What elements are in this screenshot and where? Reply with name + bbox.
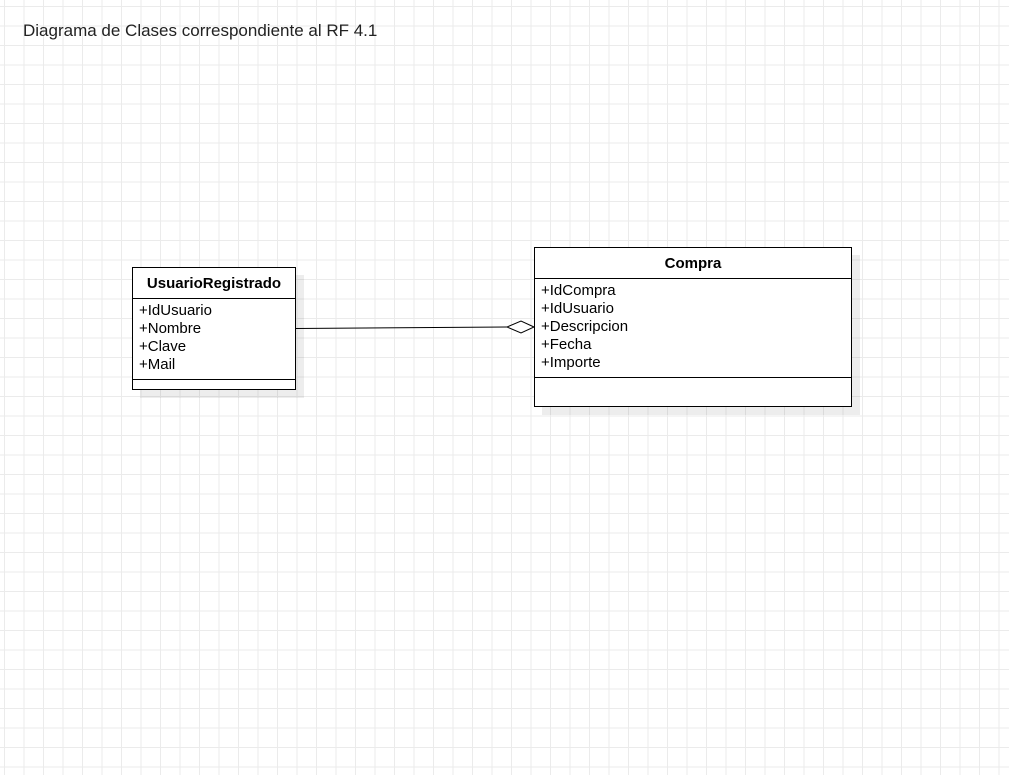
attribute-id-usuario: +IdUsuario — [139, 302, 212, 319]
attribute-importe: +Importe — [541, 354, 601, 371]
aggregation-diamond-icon — [505, 320, 536, 334]
attribute-nombre: +Nombre — [139, 320, 202, 337]
attributes-usuario-registrado: +IdUsuario +Nombre +Clave +Mail — [133, 299, 295, 380]
attribute-fecha: +Fecha — [541, 336, 592, 353]
attribute-id-compra: +IdCompra — [541, 282, 616, 299]
attribute-descripcion: +Descripcion — [541, 318, 629, 335]
attributes-compra: +IdCompra +IdUsuario +Descripcion +Fecha… — [535, 279, 851, 378]
diagram-title: Diagrama de Clases correspondiente al RF… — [23, 21, 378, 40]
class-compra[interactable]: Compra +IdCompra +IdUsuario +Descripcion… — [534, 247, 852, 407]
class-name-compra: Compra — [535, 248, 851, 279]
attribute-id-usuario-compra: +IdUsuario — [541, 300, 614, 317]
aggregation-line — [295, 326, 508, 329]
class-usuario-registrado[interactable]: UsuarioRegistrado +IdUsuario +Nombre +Cl… — [132, 267, 296, 390]
attribute-clave: +Clave — [139, 338, 187, 355]
attribute-mail: +Mail — [139, 356, 176, 373]
class-name-usuario-registrado: UsuarioRegistrado — [133, 268, 295, 299]
